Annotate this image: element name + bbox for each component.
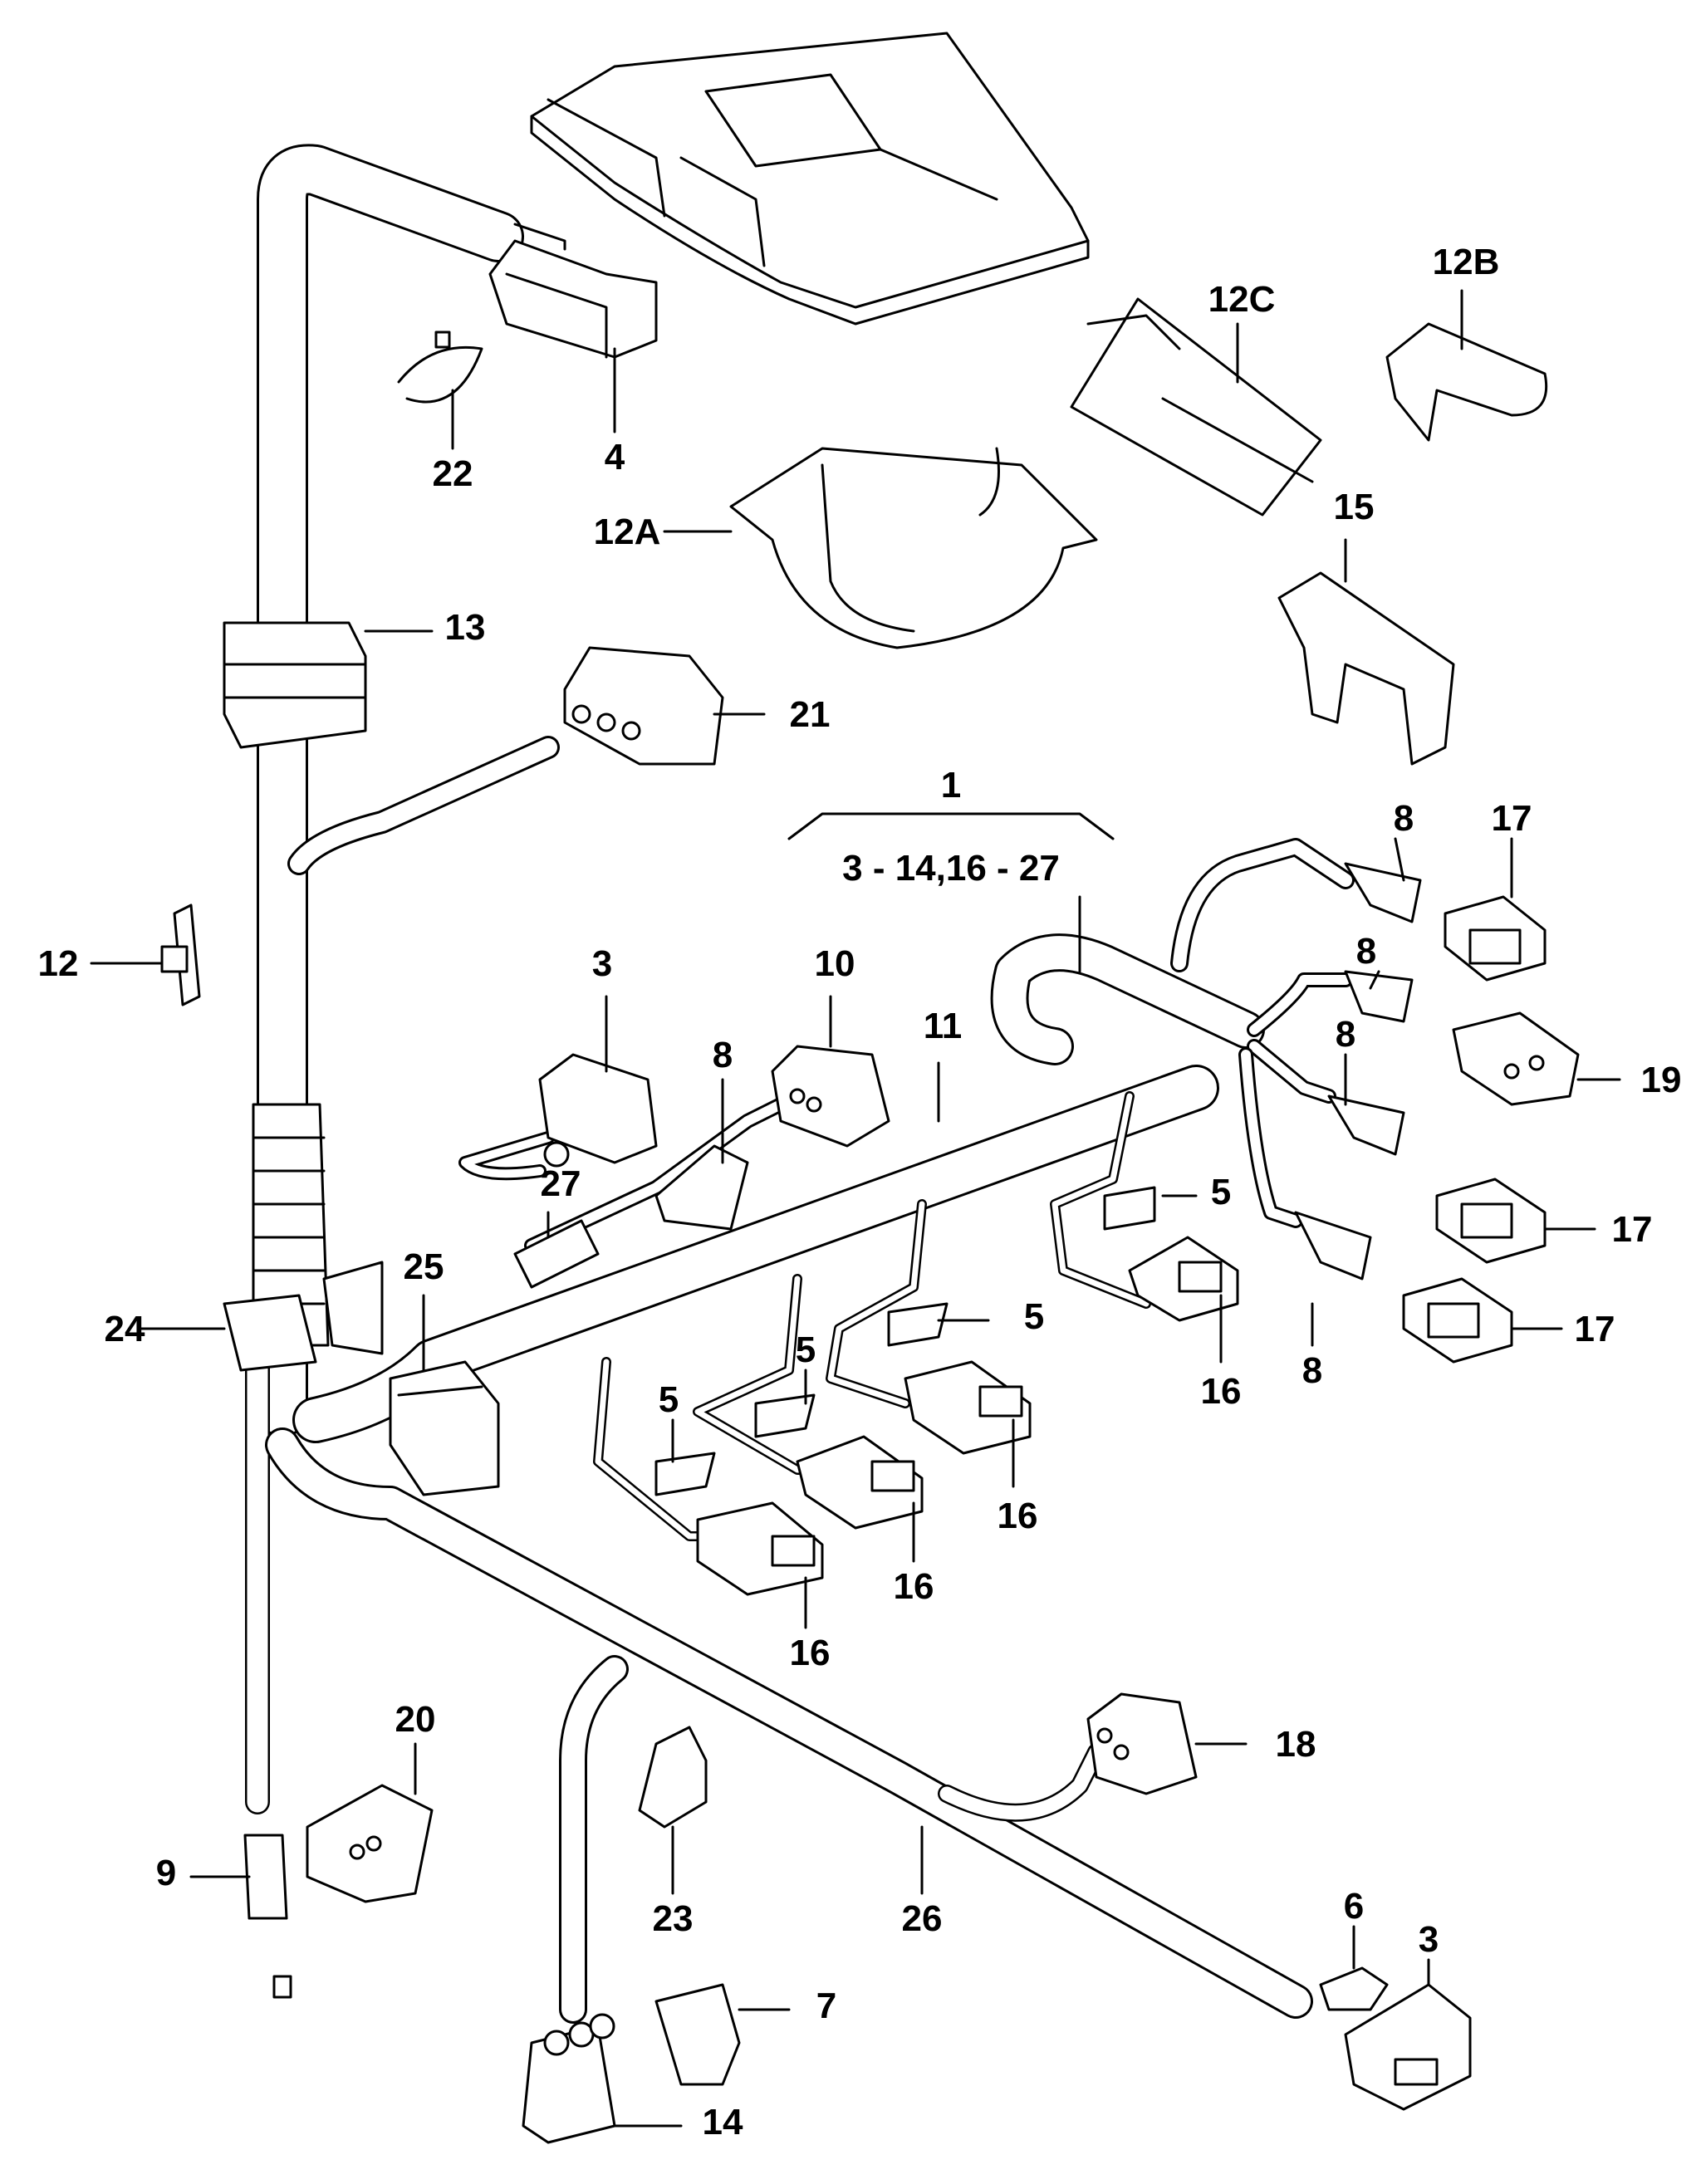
bracket-15 [1277, 571, 1455, 766]
callout-8-top: 8 [1394, 798, 1414, 839]
connector-19 [1452, 1011, 1580, 1106]
holder-24 [223, 1261, 384, 1372]
callout-26: 26 [902, 1898, 943, 1939]
callout-13: 13 [445, 607, 486, 648]
boot-8-left [654, 1144, 749, 1231]
callout-17-mid: 17 [1612, 1209, 1653, 1250]
connector-16b [754, 1393, 924, 1530]
boot-8-top-right [1344, 862, 1422, 923]
connector-17-top [1444, 895, 1547, 982]
callout-12a: 12A [594, 512, 661, 552]
callout-3-upper: 3 [592, 943, 612, 984]
callout-8-left: 8 [713, 1035, 733, 1075]
callout-12c: 12C [1208, 279, 1276, 320]
callout-20: 20 [395, 1699, 436, 1740]
callout-17-top: 17 [1492, 798, 1532, 839]
clip-23 [638, 1726, 708, 1829]
grommet-13 [223, 621, 367, 749]
connector-20 [306, 1784, 434, 1903]
clip-22 [397, 331, 483, 404]
callout-16-mid-right: 16 [998, 1496, 1038, 1536]
connector-16a [654, 1452, 824, 1596]
clip-6 [1319, 1966, 1389, 2011]
callout-5-mid-left: 5 [796, 1329, 816, 1370]
callout-12b: 12B [1433, 242, 1500, 282]
leader-lines [90, 289, 1621, 2128]
callout-12: 12 [38, 943, 79, 984]
callout-21: 21 [790, 694, 831, 735]
branch-16b-wire [693, 1274, 827, 1475]
callout-10: 10 [815, 943, 855, 984]
callout-3-lower: 3 [1419, 1919, 1439, 1960]
callout-1-range: 3 - 14,16 - 27 [842, 848, 1060, 889]
callout-1: 1 [941, 765, 961, 806]
bracket-12b [1385, 322, 1548, 442]
connector-4 [488, 223, 658, 359]
connector-21 [563, 646, 724, 766]
callout-16-right: 16 [1201, 1371, 1242, 1412]
callout-8-lower: 8 [1336, 1014, 1355, 1055]
callout-25: 25 [404, 1246, 444, 1287]
holder-25 [389, 1360, 500, 1496]
corrugated-sleeve [252, 1103, 330, 1347]
connector-16d [1103, 1186, 1239, 1322]
callout-19: 19 [1641, 1060, 1682, 1100]
callout-5-mid-right: 5 [1024, 1296, 1044, 1337]
callout-labels: 1 3 - 14,16 - 27 3 3 4 5 5 5 5 6 7 8 8 8… [38, 242, 1682, 2142]
boot-8-lower-right [1327, 1094, 1405, 1156]
callout-4: 4 [605, 437, 625, 477]
connector-10 [771, 1045, 890, 1148]
callout-9: 9 [156, 1853, 176, 1893]
bracket-12c [1070, 297, 1322, 517]
callout-8-bottom: 8 [1302, 1350, 1322, 1391]
sleeve-9 [243, 1834, 292, 1999]
callout-5-left: 5 [659, 1379, 679, 1420]
fuse-7 [654, 1983, 741, 2086]
connector-18 [1086, 1692, 1198, 1795]
callout-18: 18 [1276, 1724, 1316, 1765]
connector-17-bottom [1402, 1277, 1513, 1364]
connector-14 [522, 2013, 616, 2144]
callout-23: 23 [653, 1898, 694, 1939]
callout-14: 14 [703, 2102, 743, 2142]
boot-8-bottom-right [1294, 1211, 1372, 1281]
leader-8-top [1394, 837, 1405, 882]
brace-1 [787, 812, 1115, 840]
connector-3-upper [538, 1053, 658, 1168]
callout-11: 11 [924, 1006, 963, 1046]
callout-5-right: 5 [1211, 1172, 1231, 1212]
boot-8-mid-right [1344, 970, 1414, 1023]
callout-27: 27 [541, 1163, 581, 1204]
leader-8-mid [1369, 970, 1380, 990]
callout-16-mid-left: 16 [894, 1566, 934, 1607]
sleeve-27 [513, 1219, 600, 1289]
callout-6: 6 [1344, 1886, 1364, 1927]
callout-7: 7 [816, 1986, 836, 2026]
callout-16-left: 16 [790, 1633, 831, 1673]
main-harness [245, 144, 1355, 2024]
callout-24: 24 [105, 1309, 145, 1349]
ecu-module [530, 32, 1090, 326]
screw-12 [160, 903, 201, 1006]
callout-22: 22 [433, 453, 473, 494]
callout-15: 15 [1334, 487, 1375, 527]
connector-16c [887, 1302, 1032, 1455]
bracket-12a [729, 447, 1098, 649]
connector-17-mid [1435, 1178, 1547, 1264]
callout-8-mid: 8 [1356, 931, 1376, 972]
callout-17-bottom: 17 [1575, 1309, 1615, 1349]
